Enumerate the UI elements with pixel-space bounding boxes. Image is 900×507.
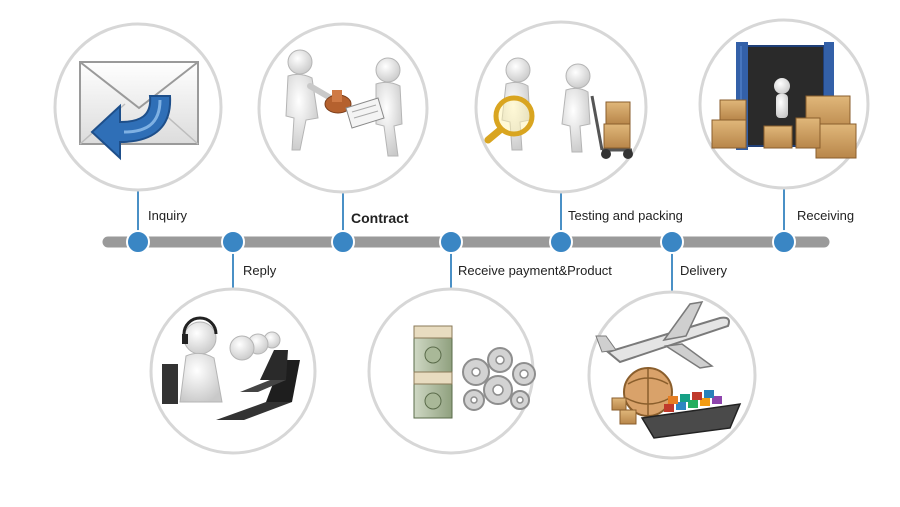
step-testing-image xyxy=(474,20,648,194)
step-receiving-image xyxy=(698,18,870,190)
label-testing-packing: Testing and packing xyxy=(568,208,683,223)
label-receiving: Receiving xyxy=(797,208,855,223)
node-delivery xyxy=(660,230,684,254)
node-reply xyxy=(221,230,245,254)
call-center-agents-icon xyxy=(162,316,300,420)
step-payment-image xyxy=(367,287,536,455)
label-delivery: Delivery xyxy=(680,263,727,278)
money-and-gears-icon xyxy=(413,325,536,419)
timeline-nodes xyxy=(126,230,796,254)
node-inquiry xyxy=(126,230,150,254)
step-reply-image xyxy=(149,287,317,455)
container-boxes-icon xyxy=(711,42,857,159)
envelope-arrow-icon xyxy=(79,61,199,161)
step-delivery-image xyxy=(587,290,757,460)
node-contract xyxy=(331,230,355,254)
airplane-ship-globe-icon xyxy=(595,301,742,439)
node-receiving xyxy=(772,230,796,254)
label-reply: Reply xyxy=(243,263,277,278)
step-inquiry-image xyxy=(53,22,223,192)
label-contract: Contract xyxy=(351,210,409,226)
magnifier-and-boxes-icon xyxy=(484,57,633,159)
label-inquiry: Inquiry xyxy=(148,208,188,223)
handshake-contract-icon xyxy=(285,49,403,157)
node-testing xyxy=(549,230,573,254)
label-receive-payment: Receive payment&Product xyxy=(458,263,612,278)
step-contract-image xyxy=(257,22,429,194)
node-payment xyxy=(439,230,463,254)
